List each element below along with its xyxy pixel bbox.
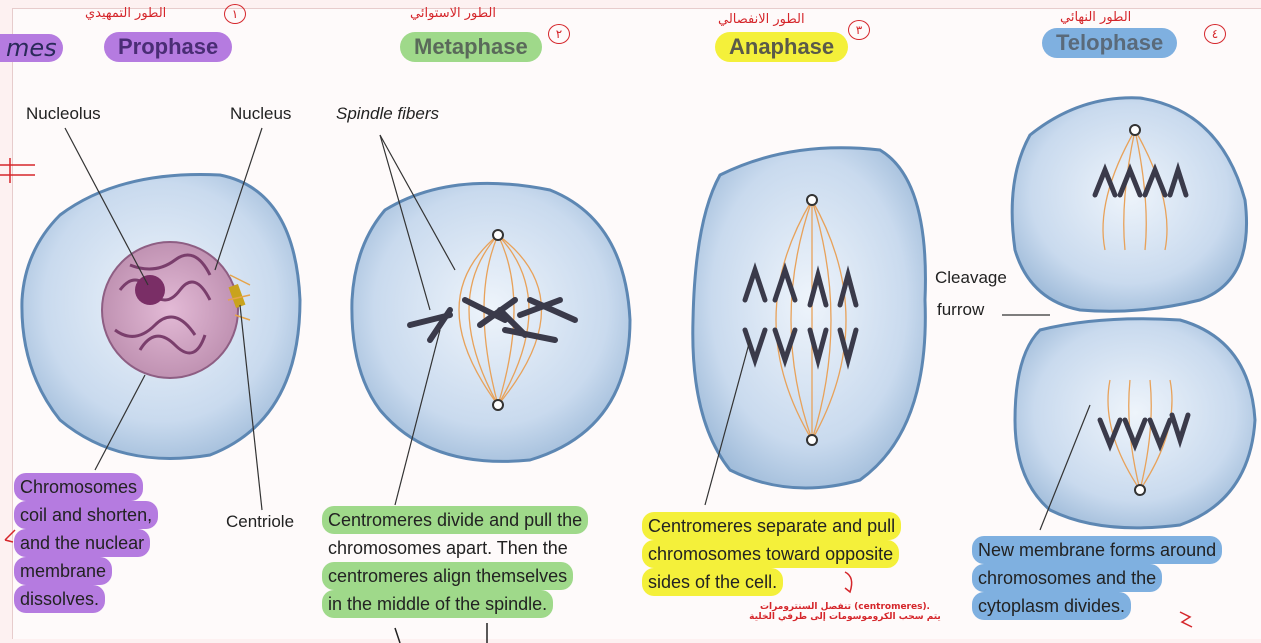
- caption-line: in the middle of the spindle.: [322, 590, 553, 618]
- arabic-note-line: تنفصل السنترومرات (centromeres).: [730, 602, 960, 612]
- arabic-label-anaphase: الطور الانفصالي: [718, 12, 805, 27]
- caption-line: Centromeres separate and pull: [642, 512, 901, 540]
- nucleolus-shape: [135, 275, 165, 305]
- arabic-label-prophase: الطور التمهيدي: [85, 6, 166, 21]
- caption-line: centromeres align themselves: [322, 562, 573, 590]
- number-badge-metaphase: ٢: [548, 24, 570, 44]
- label-furrow: furrow: [937, 300, 984, 320]
- number-badge-prophase: ١: [224, 4, 246, 24]
- label-nucleolus: Nucleolus: [26, 104, 101, 124]
- label-nucleus: Nucleus: [230, 104, 291, 124]
- caption-metaphase: Centromeres divide and pull the chromoso…: [322, 506, 588, 618]
- arabic-label-metaphase: الطور الاستوائي: [410, 6, 496, 21]
- prophase-cell: [22, 175, 300, 459]
- caption-line: chromosomes and the: [972, 564, 1162, 592]
- caption-prophase: Chromosomes coil and shorten, and the nu…: [14, 473, 158, 613]
- phase-title-prophase: Prophase: [104, 32, 232, 62]
- caption-line: Centromeres divide and pull the: [322, 506, 588, 534]
- number-badge-telophase: ٤: [1204, 24, 1226, 44]
- caption-line: Chromosomes: [14, 473, 143, 501]
- label-centriole: Centriole: [226, 512, 294, 532]
- caption-line: chromosomes toward opposite: [642, 540, 899, 568]
- anaphase-cell: [693, 148, 926, 488]
- phase-title-anaphase: Anaphase: [715, 32, 848, 62]
- phase-title-telophase: Telophase: [1042, 28, 1177, 58]
- arabic-note: تنفصل السنترومرات (centromeres). يتم سحب…: [730, 602, 960, 622]
- caption-line: membrane: [14, 557, 112, 585]
- caption-line: coil and shorten,: [14, 501, 158, 529]
- label-spindle-fibers: Spindle fibers: [336, 104, 439, 124]
- arabic-note-line: يتم سحب الكروموسومات إلى طرفي الخلية: [730, 612, 960, 622]
- margin-handwriting: mes: [0, 34, 63, 62]
- caption-line: sides of the cell.: [642, 568, 783, 596]
- caption-anaphase: Centromeres separate and pull chromosome…: [642, 512, 901, 596]
- number-badge-anaphase: ٣: [848, 20, 870, 40]
- caption-line: New membrane forms around: [972, 536, 1222, 564]
- telophase-cells: [1012, 98, 1255, 528]
- caption-line: dissolves.: [14, 585, 105, 613]
- caption-line: cytoplasm divides.: [972, 592, 1131, 620]
- phase-title-metaphase: Metaphase: [400, 32, 542, 62]
- label-cleavage: Cleavage: [935, 268, 1007, 288]
- caption-line: chromosomes apart. Then the: [322, 534, 574, 562]
- metaphase-cell: [352, 183, 630, 461]
- arabic-label-telophase: الطور النهائي: [1060, 10, 1131, 25]
- caption-line: and the nuclear: [14, 529, 150, 557]
- caption-telophase: New membrane forms around chromosomes an…: [972, 536, 1222, 620]
